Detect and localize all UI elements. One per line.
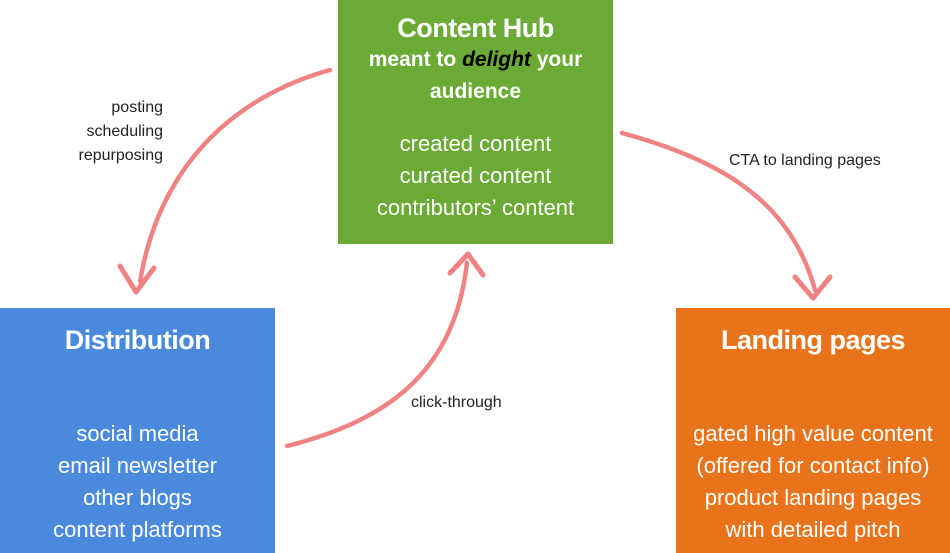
distribution-item: email newsletter xyxy=(58,453,217,478)
landing-pages-title: Landing pages xyxy=(720,325,906,355)
arrowhead-distribution xyxy=(117,263,157,295)
hub-item: curated content xyxy=(399,163,552,188)
landing-item: (offered for contact info) xyxy=(696,453,930,478)
distribution-items: social media email newsletter other blog… xyxy=(0,418,275,546)
content-hub-subtitle: meant to delight your xyxy=(338,44,613,76)
edge-label-cta: CTA to landing pages xyxy=(729,152,881,169)
distribution-item: social media xyxy=(76,421,199,446)
subtitle-emphasis: delight xyxy=(462,48,531,71)
landing-pages-items: gated high value content (offered for co… xyxy=(676,418,950,546)
distribution-box: Distribution social media email newslett… xyxy=(0,308,275,553)
arrowhead-landing xyxy=(792,274,833,301)
landing-pages-box: Landing pages gated high value content (… xyxy=(676,308,950,553)
edge-label-line: repurposing xyxy=(78,147,164,164)
landing-item: product landing pages xyxy=(704,485,922,510)
content-hub-title: Content Hub xyxy=(397,13,554,43)
distribution-item: content platforms xyxy=(53,517,222,542)
edge-label-line: scheduling xyxy=(86,123,164,140)
arrow-hub-to-landing xyxy=(619,130,818,293)
distribution-title: Distribution xyxy=(64,325,211,355)
content-hub-box: Content Hub meant to delight your audien… xyxy=(338,0,613,244)
landing-item: with detailed pitch xyxy=(725,517,901,542)
arrowhead-hub xyxy=(447,251,486,278)
subtitle-post: your xyxy=(530,48,583,71)
subtitle-pre: meant to xyxy=(368,48,463,71)
content-hub-items: created content curated content contribu… xyxy=(338,128,613,224)
hub-item: created content xyxy=(399,131,552,156)
edge-label-line: posting xyxy=(111,99,163,116)
edge-label-click-through: click-through xyxy=(411,394,502,411)
landing-item: gated high value content xyxy=(693,421,933,446)
arrow-distribution-to-hub xyxy=(284,259,470,449)
arrow-hub-to-distribution xyxy=(137,67,333,285)
content-hub-subtitle-line2: audience xyxy=(429,80,522,103)
edge-label-distribution-actions: posting scheduling repurposing xyxy=(79,96,164,168)
distribution-item: other blogs xyxy=(83,485,192,510)
hub-item: contributors’ content xyxy=(376,195,575,220)
